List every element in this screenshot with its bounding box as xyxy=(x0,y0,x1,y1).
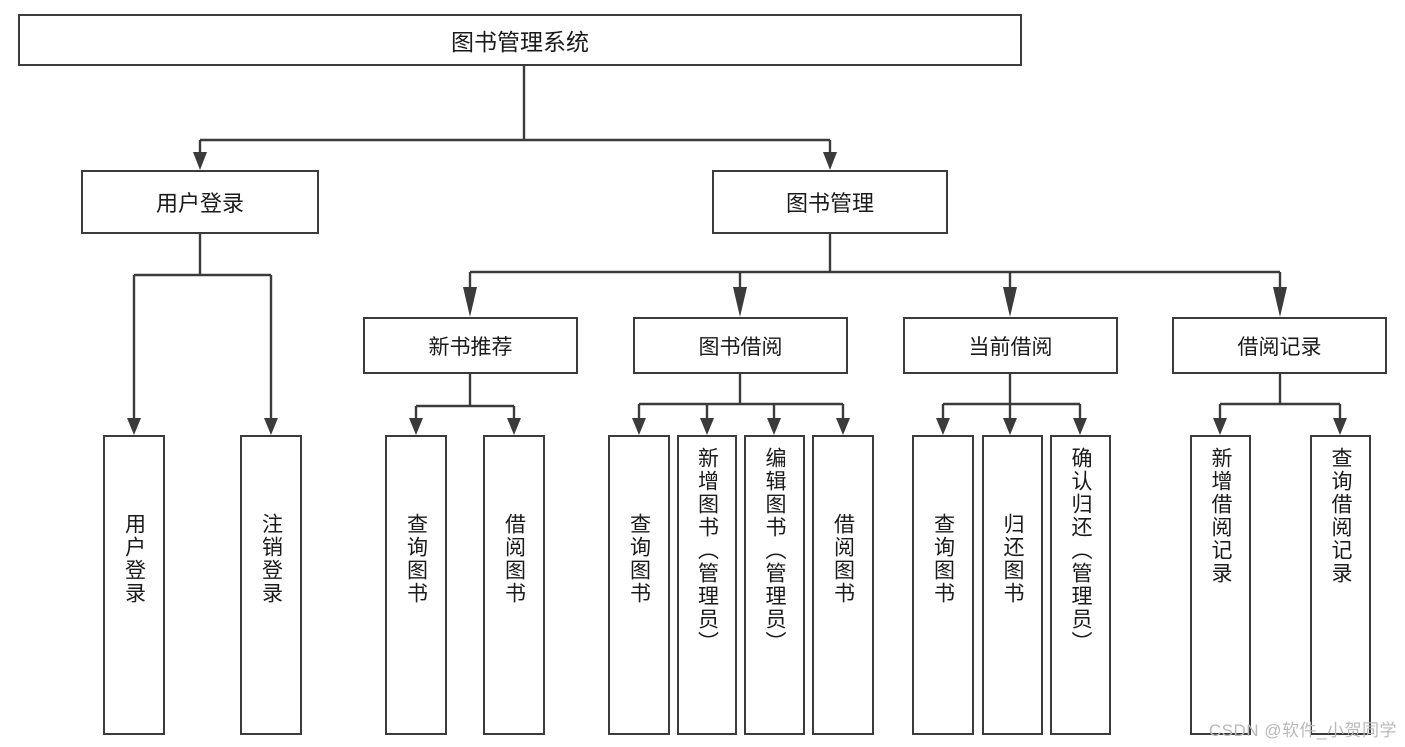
node-current-borrow[interactable]: 当前借阅 xyxy=(903,317,1118,374)
arrowhead-leaf xyxy=(632,418,646,435)
edge-group-root xyxy=(198,66,832,152)
arrowhead-leaf xyxy=(767,418,781,435)
node-current-borrow-label: 当前借阅 xyxy=(968,335,1053,359)
arrowhead-leaf xyxy=(1333,418,1347,435)
arrowhead-leaf xyxy=(936,418,950,435)
leaf-query-book-borrow[interactable]: 查询图书 xyxy=(608,435,670,735)
edge-group-book-manage xyxy=(468,234,1282,287)
leaf-user-login[interactable]: 用户登录 xyxy=(103,435,165,735)
arrowhead-book-manage xyxy=(823,152,837,170)
leaf-label: 注销登录 xyxy=(259,513,283,605)
leaf-return-book[interactable]: 归还图书 xyxy=(982,435,1043,735)
node-book-management[interactable]: 图书管理 xyxy=(712,170,948,234)
leaf-add-book-admin[interactable]: 新增图书（管理员） xyxy=(677,435,737,735)
leaf-label: 借阅图书 xyxy=(831,513,855,605)
node-new-book-recommend[interactable]: 新书推荐 xyxy=(363,317,578,374)
edge-group-records xyxy=(1218,374,1342,418)
arrowhead-new-books xyxy=(463,287,477,317)
arrowhead-current-borrow xyxy=(1003,287,1017,317)
leaf-borrow-book[interactable]: 借阅图书 xyxy=(812,435,874,735)
leaf-query-borrow-record[interactable]: 查询借阅记录 xyxy=(1310,435,1371,735)
leaf-label: 查询图书 xyxy=(404,513,428,605)
arrowhead-leaf xyxy=(409,418,423,435)
leaf-edit-book-admin[interactable]: 编辑图书（管理员） xyxy=(744,435,805,735)
arrowhead-borrow xyxy=(733,287,747,317)
arrowhead-leaf xyxy=(700,418,714,435)
leaf-query-book-current[interactable]: 查询图书 xyxy=(912,435,974,735)
arrowhead-leaf xyxy=(507,418,521,435)
leaf-label: 确认归还（管理员） xyxy=(1069,447,1092,654)
edge-group-new-books xyxy=(414,374,516,418)
edge-group-user-login xyxy=(132,234,273,418)
leaf-borrow-book-recommend[interactable]: 借阅图书 xyxy=(483,435,545,735)
node-book-borrow[interactable]: 图书借阅 xyxy=(633,317,848,374)
arrowhead-leaf xyxy=(1213,418,1227,435)
arrowhead-records xyxy=(1273,287,1287,317)
arrowhead-leaf xyxy=(1003,418,1017,435)
arrowhead-leaf xyxy=(1073,418,1087,435)
edge-group-current-borrow xyxy=(941,374,1082,418)
node-root[interactable]: 图书管理系统 xyxy=(18,14,1022,66)
node-root-label: 图书管理系统 xyxy=(451,29,589,55)
leaf-label: 查询图书 xyxy=(627,513,651,605)
leaf-label: 借阅图书 xyxy=(502,513,526,605)
leaf-label: 编辑图书（管理员） xyxy=(763,447,786,654)
node-borrow-records-label: 借阅记录 xyxy=(1237,335,1322,359)
node-user-login-label: 用户登录 xyxy=(155,191,244,216)
leaf-label: 查询借阅记录 xyxy=(1329,447,1352,585)
node-user-login[interactable]: 用户登录 xyxy=(81,170,319,234)
edge-group-borrow xyxy=(637,374,845,418)
watermark: CSDN @软件_小贺同学 xyxy=(1208,721,1397,740)
node-new-book-recommend-label: 新书推荐 xyxy=(428,335,513,359)
node-book-management-label: 图书管理 xyxy=(785,191,874,216)
arrowhead-user-login xyxy=(193,152,207,170)
arrowhead-leaf xyxy=(836,418,850,435)
node-book-borrow-label: 图书借阅 xyxy=(698,335,783,359)
arrowhead-leaf xyxy=(264,418,278,435)
leaf-add-borrow-record[interactable]: 新增借阅记录 xyxy=(1190,435,1251,735)
leaf-label: 归还图书 xyxy=(1001,513,1024,605)
leaf-label: 用户登录 xyxy=(122,513,146,605)
leaf-label: 查询图书 xyxy=(931,513,955,605)
leaf-logout[interactable]: 注销登录 xyxy=(240,435,302,735)
node-borrow-records[interactable]: 借阅记录 xyxy=(1172,317,1387,374)
arrowhead-leaf xyxy=(127,418,141,435)
leaf-label: 新增图书（管理员） xyxy=(695,447,719,654)
leaf-query-book-recommend[interactable]: 查询图书 xyxy=(385,435,447,735)
leaf-confirm-return-admin[interactable]: 确认归还（管理员） xyxy=(1050,435,1111,735)
leaf-label: 新增借阅记录 xyxy=(1209,447,1232,585)
